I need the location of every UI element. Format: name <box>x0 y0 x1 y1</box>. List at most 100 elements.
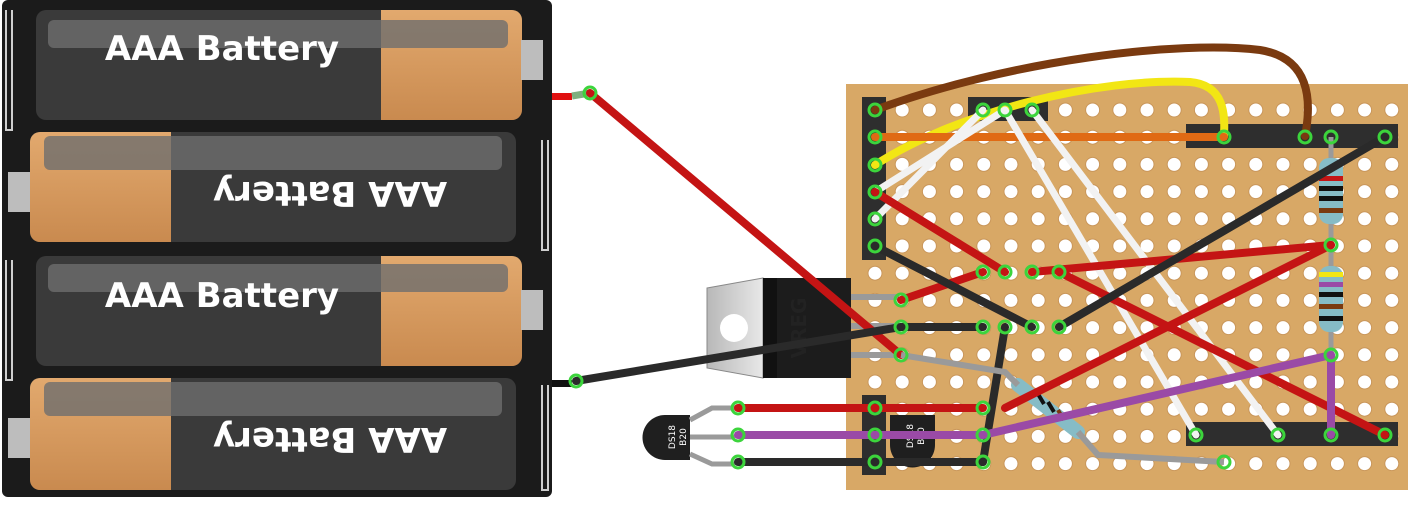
board-hole <box>949 184 965 200</box>
board-hole <box>1030 292 1046 308</box>
pin-highlight <box>975 400 991 416</box>
board-hole <box>1275 401 1291 417</box>
board-hole <box>1139 401 1155 417</box>
board-hole <box>1003 456 1019 472</box>
wire-purple-2 <box>979 351 1335 439</box>
board-hole <box>949 347 965 363</box>
board-hole <box>1275 320 1291 336</box>
board-hole <box>1302 265 1318 281</box>
wire-yellow <box>871 77 1229 169</box>
battery-pack: AAA Battery AAA Battery AAA Battery <box>2 0 572 497</box>
board-hole <box>1275 156 1291 172</box>
board-hole <box>1302 401 1318 417</box>
board-hole <box>1248 456 1264 472</box>
board-hole <box>867 265 883 281</box>
board-hole <box>921 102 937 118</box>
board-hole <box>1357 292 1373 308</box>
spring-contact-right-2 <box>541 385 549 491</box>
sensor-1-label-line1: DS18 <box>668 425 678 449</box>
board-hole <box>1166 102 1182 118</box>
board-hole <box>1275 347 1291 363</box>
board-hole <box>1139 211 1155 227</box>
pin-highlight <box>975 427 991 443</box>
board-hole <box>1357 265 1373 281</box>
board-hole <box>1193 347 1209 363</box>
board-hole <box>1057 456 1073 472</box>
board-hole <box>1003 184 1019 200</box>
board-hole <box>976 374 992 390</box>
board-hole <box>1003 347 1019 363</box>
board-hole <box>1057 347 1073 363</box>
board-hole <box>1139 292 1155 308</box>
wire-brown <box>871 43 1312 140</box>
board-hole <box>1357 238 1373 254</box>
pin-highlight <box>1377 427 1393 443</box>
board-hole <box>1030 238 1046 254</box>
board-hole <box>1275 456 1291 472</box>
wires <box>571 43 1389 466</box>
board-hole <box>1166 428 1182 444</box>
board-hole <box>867 374 883 390</box>
pin-highlight <box>867 454 883 470</box>
board-hole <box>1166 211 1182 227</box>
board-hole <box>1112 374 1128 390</box>
battery-3-label: AAA Battery <box>105 276 339 316</box>
board-hole <box>1085 156 1101 172</box>
board-hole <box>1357 102 1373 118</box>
wire-gray-lead <box>900 352 1021 388</box>
pin-highlight <box>730 454 746 470</box>
pin-highlight <box>997 319 1013 335</box>
board-hole <box>1384 211 1400 227</box>
board-hole <box>1139 184 1155 200</box>
pin-highlight <box>1270 427 1286 443</box>
pin-highlight <box>867 427 883 443</box>
board-hole <box>1112 156 1128 172</box>
board-hole <box>1030 184 1046 200</box>
pin-highlight <box>867 184 883 200</box>
pin-highlight <box>730 400 746 416</box>
board-hole <box>1057 292 1073 308</box>
wire-white-3 <box>1001 106 1200 439</box>
board-hole <box>1302 156 1318 172</box>
board-hole <box>1221 401 1237 417</box>
board-hole <box>1302 320 1318 336</box>
board-hole <box>949 211 965 227</box>
board-hole <box>1085 374 1101 390</box>
battery-4: AAA Battery <box>8 378 516 490</box>
board-hole <box>1030 428 1046 444</box>
pin-highlight <box>997 264 1013 280</box>
board-hole <box>1166 265 1182 281</box>
board-hole <box>1085 456 1101 472</box>
board-hole <box>1057 102 1073 118</box>
battery-2-label: AAA Battery <box>213 173 447 213</box>
battery-1-label: AAA Battery <box>105 29 339 69</box>
spring-contact-right-1 <box>541 140 549 251</box>
temperature-sensor-icon: DS18 B20 <box>642 405 735 467</box>
board-hole <box>1248 156 1264 172</box>
pin-highlight <box>975 264 991 280</box>
board-hole <box>1357 401 1373 417</box>
board-hole <box>1003 156 1019 172</box>
board-hole <box>1139 156 1155 172</box>
pin-highlight <box>975 454 991 470</box>
sensor-1-label-line2: B20 <box>679 428 689 446</box>
pin-highlight <box>1024 102 1040 118</box>
wire-gray-lead-2 <box>1075 430 1225 465</box>
board-hole <box>1112 428 1128 444</box>
board-hole <box>949 292 965 308</box>
pin-highlight <box>867 238 883 254</box>
board-hole <box>1112 320 1128 336</box>
pin-highlight <box>568 373 584 389</box>
resistor-icon-2 <box>1319 245 1343 355</box>
board-hole <box>1139 428 1155 444</box>
board-hole <box>976 211 992 227</box>
pin-highlight <box>893 292 909 308</box>
pin-highlight <box>867 400 883 416</box>
board-hole <box>1357 347 1373 363</box>
board-hole <box>1057 184 1073 200</box>
pin-highlight <box>1024 319 1040 335</box>
wire-red-3 <box>897 268 987 304</box>
pin-highlight <box>1051 319 1067 335</box>
battery-2: AAA Battery <box>8 132 516 242</box>
pin-highlight <box>867 129 883 145</box>
